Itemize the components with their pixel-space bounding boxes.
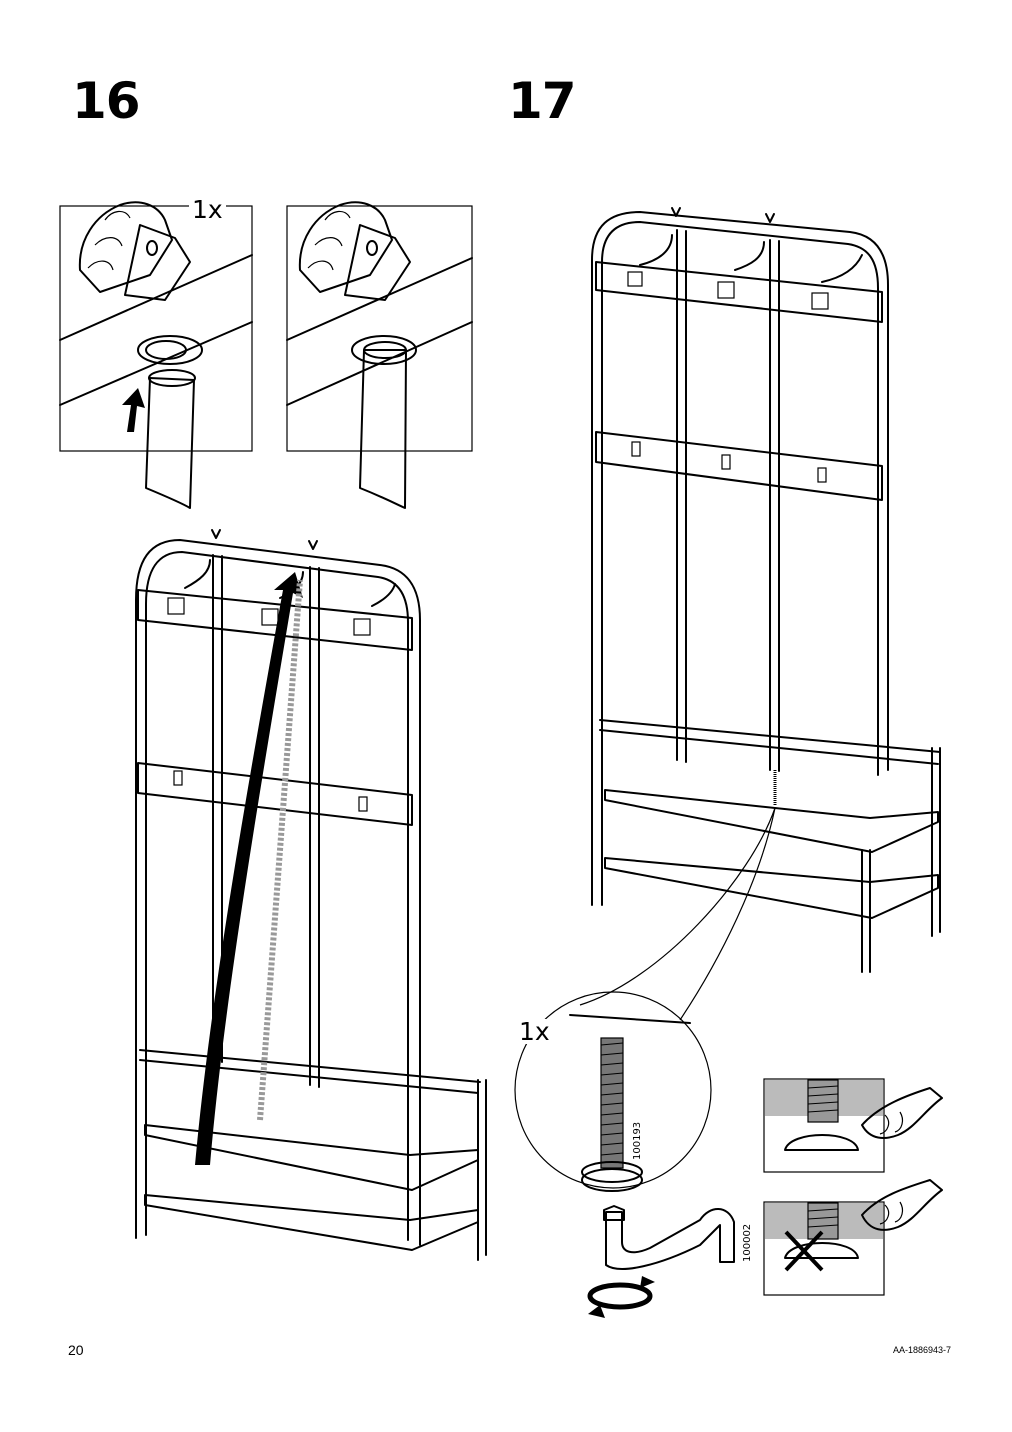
wrong-installation-panel [763,1179,943,1296]
bolt-part-number: 100193 [632,1121,643,1160]
step-17-number: 17 [508,72,577,130]
step-16-rack [135,529,487,1261]
bolt-detail-callout [514,991,735,1318]
key-part-number: 100002 [742,1223,753,1262]
rotate-clockwise-icon [587,1276,655,1318]
page-number: 20 [68,1342,84,1358]
hand-icon [861,1179,943,1231]
step-16-detail-panel-before [59,201,253,509]
step-16-quantity: 1x [189,197,226,222]
step-17-rack [579,207,941,1021]
step-16-number: 16 [72,72,141,130]
arrow-up-icon [122,388,145,432]
cross-icon [784,1230,824,1272]
correct-installation-panel [763,1078,943,1173]
document-id: AA-1886943-7 [893,1345,952,1355]
step-16-detail-panel-after [286,201,473,509]
hand-icon [861,1087,943,1139]
step-17-quantity: 1x [516,1019,553,1044]
